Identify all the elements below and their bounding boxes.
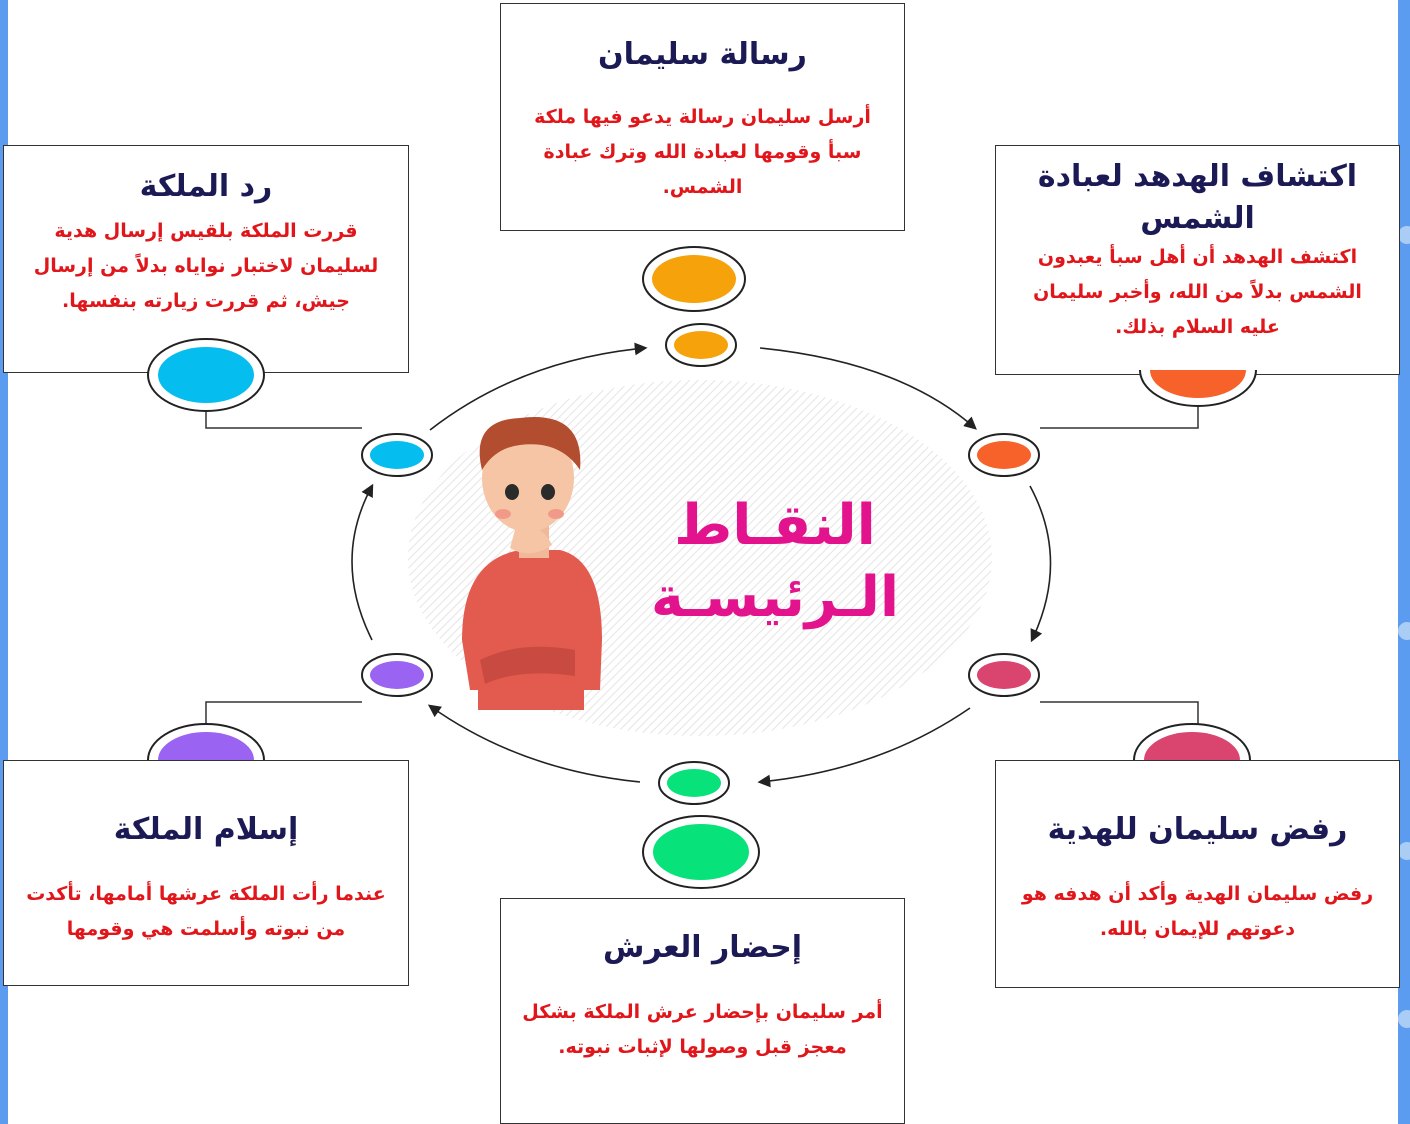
frame-dot [1398,842,1410,860]
card-throne-title: إحضار العرش [603,930,802,965]
node-discovery [968,433,1040,477]
card-discovery-text: اكتشف الهدهد أن أهل سبأ يعبدون الشمس بدل… [1033,246,1362,338]
card-islam-text: عندما رأت الملكة عرشها أمامها، تأكدت من … [26,883,386,940]
center-title: النقـاط الـرئيسـة [640,490,910,634]
card-reply-text: قررت الملكة بلقيس إرسال هدية لسليمان لاخ… [33,220,379,312]
card-islam-title: إسلام الملكة [113,812,299,847]
node-throne [642,761,760,889]
frame-dot [1398,1010,1410,1028]
card-discovery: اكتشاف الهدهد لعبادة الشمس اكتشف الهدهد … [995,145,1400,375]
card-reply: رد الملكة قررت الملكة بلقيس إرسال هدية ل… [3,145,409,373]
card-rejection-text: رفض سليمان الهدية وأكد أن هدفه هو دعوتهم… [1021,883,1374,940]
cycle-arrows [351,342,1052,788]
thinking-person-illustration [462,417,602,710]
node-reply [361,433,433,477]
frame-dot [1398,622,1410,640]
card-message: رسالة سليمان أرسل سليمان رسالة يدعو فيها… [500,3,905,231]
card-reply-title: رد الملكة [139,169,273,204]
card-discovery-title: اكتشاف الهدهد لعبادة الشمس [1037,159,1358,236]
center-title-line1: النقـاط [674,493,876,558]
center-title-line2: الـرئيسـة [650,565,900,630]
frame-dot [1398,226,1410,244]
left-frame-border [0,0,8,1124]
card-rejection: رفض سليمان للهدية رفض سليمان الهدية وأكد… [995,760,1400,988]
card-throne-text: أمر سليمان بإحضار عرش الملكة بشكل معجز ق… [522,1001,883,1058]
card-message-text: أرسل سليمان رسالة يدعو فيها ملكة سبأ وقو… [534,106,871,198]
card-islam: إسلام الملكة عندما رأت الملكة عرشها أمام… [3,760,409,986]
node-message [642,246,746,367]
card-throne: إحضار العرش أمر سليمان بإحضار عرش الملكة… [500,898,905,1124]
card-rejection-title: رفض سليمان للهدية [1047,812,1348,847]
card-message-title: رسالة سليمان [598,37,807,72]
